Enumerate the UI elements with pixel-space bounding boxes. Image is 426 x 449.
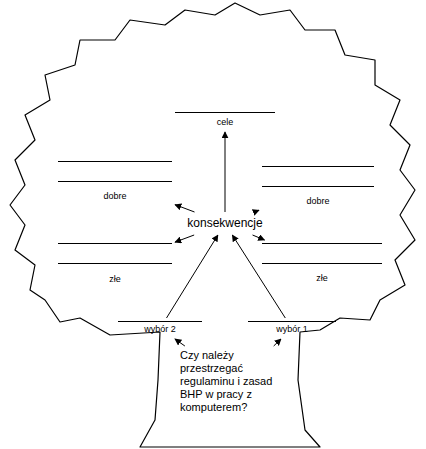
- blank-answer-line: [58, 263, 172, 264]
- blank-answer-line: [118, 321, 202, 322]
- question-box: Czy należy przestrzegać regulaminu i zas…: [180, 349, 292, 415]
- good-consequence-box: dobre: [262, 166, 374, 208]
- arrow-connector: [175, 235, 194, 242]
- blank-answer-line: [58, 161, 172, 162]
- arrow-connector: [254, 210, 259, 212]
- label-text: dobre: [58, 191, 172, 202]
- choice-box: wybór 2: [118, 321, 202, 336]
- arrow-connector: [274, 339, 281, 346]
- goal-box: cele: [175, 112, 275, 129]
- arrow-connector: [175, 339, 185, 346]
- label-text: złe: [58, 274, 172, 285]
- label-text: złe: [262, 273, 382, 284]
- blank-answer-line: [262, 166, 374, 167]
- consequences-box: konsekwencje: [170, 215, 280, 232]
- bad-consequence-box: złe: [262, 243, 382, 285]
- arrow-connector: [225, 132, 226, 212]
- label-text: wybór 1: [248, 324, 336, 335]
- arrow-connector: [175, 205, 195, 212]
- blank-answer-line: [58, 243, 172, 244]
- good-consequence-box: dobre: [58, 161, 172, 203]
- arrow-connector: [253, 235, 265, 240]
- label-text: konsekwencje: [170, 216, 280, 231]
- blank-answer-line: [58, 181, 172, 182]
- question-text: Czy należy przestrzegać regulaminu i zas…: [180, 349, 292, 414]
- blank-answer-line: [175, 112, 275, 113]
- tree-crown-and-trunk: [10, 3, 415, 447]
- arrow-connector: [167, 235, 218, 318]
- arrow-connector: [232, 235, 285, 318]
- blank-answer-line: [262, 243, 382, 244]
- blank-answer-line: [262, 263, 382, 264]
- label-text: dobre: [262, 196, 374, 207]
- blank-answer-line: [248, 321, 336, 322]
- label-text: wybór 2: [118, 324, 202, 335]
- bad-consequence-box: złe: [58, 243, 172, 286]
- choice-box: wybór 1: [248, 321, 336, 336]
- blank-answer-line: [262, 186, 374, 187]
- label-text: cele: [175, 117, 275, 128]
